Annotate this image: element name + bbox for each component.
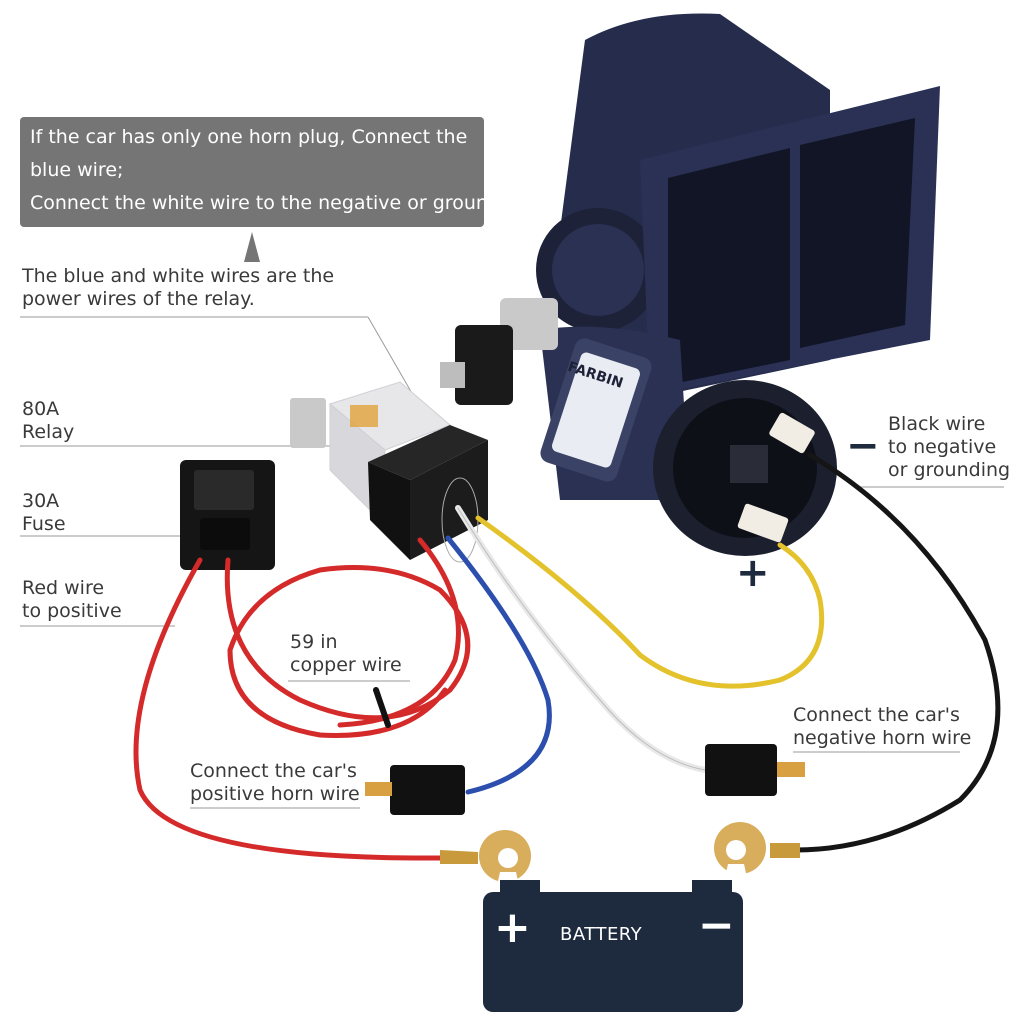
relay-label-line-2: Relay	[22, 421, 75, 443]
battery-minus-sign: −	[698, 900, 735, 951]
battery-plus-sign: +	[494, 902, 531, 953]
copper-line-2: copper wire	[290, 654, 402, 676]
leader-lines	[20, 316, 1004, 809]
black-wire-label: Black wire to negative or grounding	[888, 413, 1010, 482]
battery	[483, 880, 743, 1012]
black-wire	[792, 452, 1001, 853]
negative-horn-label: Connect the car's negative horn wire	[793, 704, 971, 750]
relay-power-line-1: The blue and white wires are the	[22, 265, 335, 287]
relay	[290, 381, 488, 563]
red-wire-label: Red wire to positive	[22, 577, 122, 623]
battery-label: BATTERY	[560, 924, 643, 945]
copper-line-1: 59 in	[290, 631, 338, 653]
note-line-1: If the car has only one horn plug, Conne…	[30, 126, 468, 148]
positive-horn-connector	[365, 765, 465, 815]
black-wire-line-1: Black wire	[888, 413, 986, 435]
red-coil	[224, 557, 471, 738]
note-line-3: Connect the white wire to the negative o…	[30, 192, 507, 214]
callout-pointer	[244, 232, 260, 262]
relay-power-label: The blue and white wires are the power w…	[22, 265, 334, 311]
relay-power-line-2: power wires of the relay.	[22, 288, 255, 310]
fuse-label-line-1: 30A	[22, 490, 60, 512]
blue-wire	[445, 535, 552, 795]
relay-label-line-1: 80A	[22, 398, 60, 420]
horn-plus-sign: +	[736, 550, 770, 596]
positive-horn-line-2: positive horn wire	[190, 783, 360, 805]
white-wire	[455, 505, 708, 773]
positive-horn-line-1: Connect the car's	[190, 760, 357, 782]
copper-wire-label: 59 in copper wire	[290, 631, 402, 677]
horn-minus-sign: −	[846, 423, 880, 469]
red-wire-line-2: to positive	[22, 600, 122, 622]
negative-horn-line-2: negative horn wire	[793, 727, 972, 749]
single-plug-note: If the car has only one horn plug, Conne…	[20, 117, 507, 227]
negative-horn-connector	[705, 744, 805, 796]
relay-label: 80A Relay	[22, 398, 74, 444]
negative-horn-line-1: Connect the car's	[793, 704, 960, 726]
red-wire	[133, 557, 443, 861]
fuse-label-line-2: Fuse	[22, 513, 66, 535]
white-wire-outline	[457, 507, 706, 771]
positive-horn-label: Connect the car's positive horn wire	[190, 760, 360, 806]
battery-terminals	[440, 822, 800, 890]
note-line-2: blue wire;	[30, 159, 124, 181]
black-wire-line-3: or grounding	[888, 459, 1011, 481]
fuse-holder	[180, 460, 275, 570]
fuse-label: 30A Fuse	[22, 490, 66, 536]
wires	[133, 452, 1001, 861]
yellow-wire	[475, 515, 825, 689]
red-wire-line-1: Red wire	[22, 577, 105, 599]
horn: FARBIN	[440, 13, 940, 556]
black-wire-line-2: to negative	[888, 436, 997, 458]
